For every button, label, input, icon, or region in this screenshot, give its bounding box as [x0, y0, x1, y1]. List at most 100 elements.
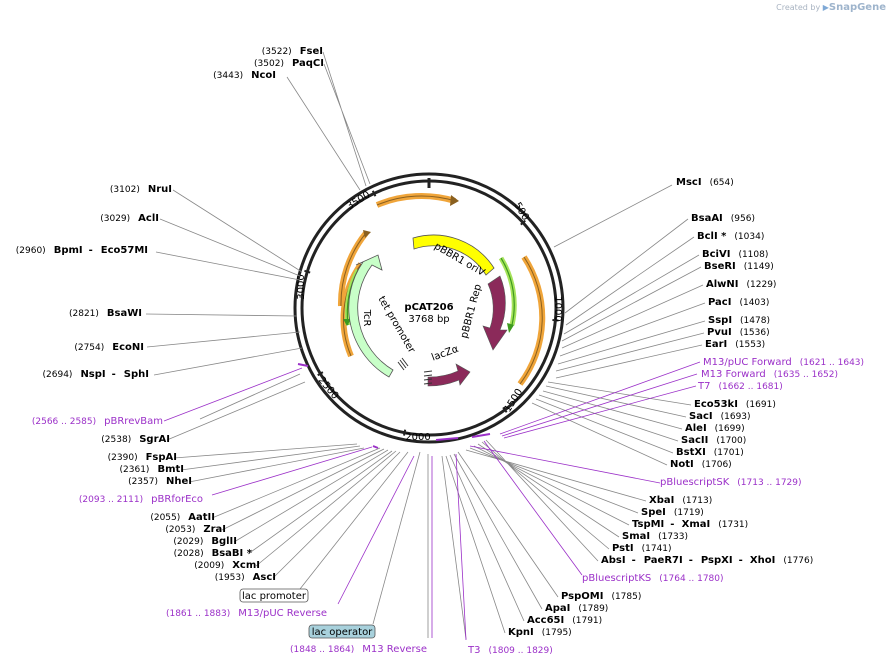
enzyme-name: PacI [708, 297, 731, 308]
site-position: (1691) [746, 400, 776, 410]
site-label: BsaAI (956) [691, 213, 755, 224]
site-position: (2821) [69, 309, 99, 319]
enzyme-name: PstI [612, 543, 634, 554]
tick-mark [317, 371, 324, 377]
tick-mark [403, 429, 407, 436]
site-label: M13 Forward(1635 .. 1652) [701, 369, 838, 380]
site-label: SspI(1478) [708, 315, 770, 326]
enzyme-name: Acc65I [527, 615, 564, 626]
site-label: PstI(1741) [612, 543, 672, 554]
enzyme-name: FspAI [146, 452, 177, 463]
enzyme-name: SgrAI [139, 434, 170, 445]
enzyme-name: MscI [676, 177, 702, 188]
green-arrowhead-left [343, 319, 351, 326]
enzyme-name: - [689, 555, 693, 566]
enzyme-name: Eco53kI [694, 399, 738, 410]
enzyme-name: NspI [80, 369, 105, 380]
site-label: (2093 .. 2111)pBRforEco [79, 494, 203, 505]
enzyme-name: KpnI [508, 627, 534, 638]
enzyme-name: SpeI [641, 507, 666, 518]
boxed-labels: lac promoter lac operator [239, 588, 376, 639]
enzyme-name: SacII [681, 435, 708, 446]
enzyme-name: BmtI [157, 464, 184, 475]
site-position: (654) [710, 178, 734, 188]
tick-label: 1500 [502, 387, 525, 414]
site-position: (956) [731, 214, 755, 224]
feature-label: TcR [361, 309, 372, 327]
primer-mark-pbrforeco [372, 445, 379, 449]
enzyme-name: ApaI [545, 603, 570, 614]
orange-arrowhead-top [450, 195, 459, 206]
primer-name: M13/pUC Reverse [238, 608, 327, 619]
site-label: Eco53kI (1691) [694, 399, 776, 410]
feature-label: lacZα [430, 344, 460, 364]
site-label: (2029) BglII [173, 536, 237, 547]
enzyme-name: BclI * [697, 231, 727, 242]
feature-box-label: lac promoter [242, 591, 307, 602]
enzyme-name: EcoNI [112, 342, 144, 353]
enzyme-name: - [632, 555, 636, 566]
site-label: (3502)PaqCI [254, 58, 324, 69]
site-label: MscI (654) [676, 177, 734, 188]
tick-mark [371, 190, 377, 197]
site-position: (2053) [165, 525, 195, 535]
site-position: (1713) [682, 496, 712, 506]
primer-name: pBRforEco [151, 494, 203, 505]
site-position: (1764 .. 1780) [659, 574, 723, 584]
enzyme-name: - [112, 369, 116, 380]
primer-mark-pbluescript [471, 433, 491, 438]
site-label: (3443)NcoI [213, 70, 276, 81]
enzyme-name: SphI [124, 369, 149, 380]
feature-box-label: lac operator [312, 627, 373, 638]
site-position: (1662 .. 1681) [718, 382, 782, 392]
leader-lines [145, 51, 706, 640]
site-position: (1621 .. 1643) [800, 358, 864, 368]
enzyme-name: AlwNI [706, 279, 739, 290]
enzyme-name: FseI [300, 46, 323, 57]
site-label: PacI (1403) [708, 297, 769, 308]
enzyme-name: BglII [211, 536, 237, 547]
primer-name: M13 Forward [701, 369, 766, 380]
site-position: (2566 .. 2585) [32, 417, 96, 427]
primer-name: pBluescriptSK [660, 477, 730, 488]
snapgene-logo-icon: ▶ [822, 3, 829, 12]
enzyme-name: - [739, 555, 743, 566]
site-position: (1034) [734, 232, 764, 242]
site-position: (2009) [194, 561, 224, 571]
site-label: (2357)NheI [128, 476, 192, 487]
plasmid-name: pCAT206 [404, 302, 453, 313]
enzyme-name: BsaWI [107, 308, 142, 319]
enzyme-name: SmaI [622, 531, 650, 542]
site-label: BseRI(1149) [704, 261, 774, 272]
enzyme-name: BstXI [676, 447, 706, 458]
site-position: (2055) [150, 513, 180, 523]
site-position: (1789) [578, 604, 608, 614]
tick-marks [304, 178, 559, 436]
enzyme-name: PspOMI [561, 591, 603, 602]
site-position: (1791) [572, 616, 602, 626]
primer-marks [297, 363, 491, 449]
tick-mark [502, 406, 508, 413]
enzyme-name: BsaAI [691, 213, 723, 224]
tick-label: 2000 [405, 432, 430, 443]
enzyme-name: PvuI [707, 327, 732, 338]
site-label: (3029)AclI [100, 213, 159, 224]
site-position: (1785) [611, 592, 641, 602]
site-position: (3522) [262, 47, 292, 57]
site-label: TspMI-XmaI(1731) [632, 519, 748, 530]
site-label: (2053)ZraI [165, 524, 226, 535]
site-label: (3102)NruI [110, 184, 172, 195]
enzyme-name: PspXI [701, 555, 733, 566]
primer-name: M13 Reverse [362, 644, 427, 655]
site-position: (3502) [254, 59, 284, 69]
site-position: (1699) [715, 424, 745, 434]
site-position: (1403) [739, 298, 769, 308]
enzyme-name: XbaI [649, 495, 674, 506]
site-label: BstXI(1701) [676, 447, 744, 458]
site-position: (2390) [108, 453, 138, 463]
tick-label: 1000 [552, 296, 563, 321]
site-position: (1478) [740, 316, 770, 326]
site-label: BclI * (1034) [697, 231, 764, 242]
site-position: (2029) [173, 537, 203, 547]
